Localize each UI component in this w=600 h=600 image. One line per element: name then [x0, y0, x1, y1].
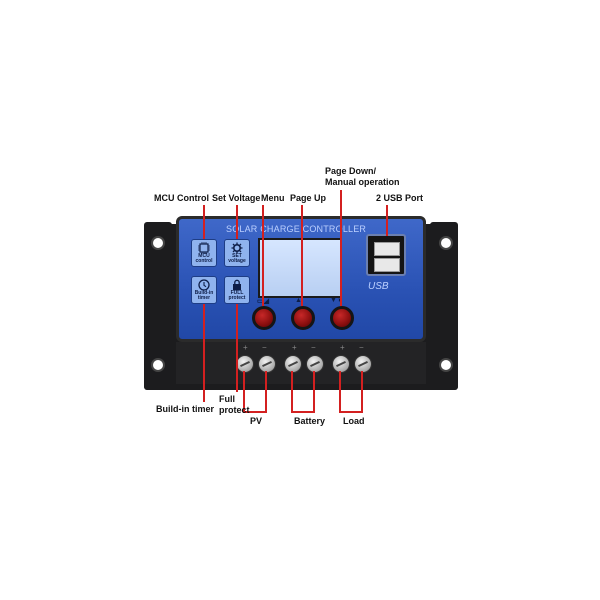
terminal-sign: + — [243, 343, 248, 352]
leader-line-page-up — [301, 205, 303, 306]
mount-hole-top-right — [439, 236, 453, 250]
set-voltage-tile: SET voltage — [224, 239, 250, 267]
tile-label: timer — [197, 295, 211, 301]
leader-line-pv — [243, 411, 267, 413]
label-load: Load — [343, 416, 365, 426]
label-page-down-line2: Manual operation — [325, 177, 400, 187]
menu-button[interactable] — [252, 306, 276, 330]
full-protect-tile: FULL protect — [224, 276, 250, 304]
terminal-sign: − — [359, 343, 364, 352]
lock-icon — [233, 279, 241, 291]
label-pv: PV — [250, 416, 263, 426]
label-page-up: Page Up — [290, 193, 327, 203]
leader-line-load — [339, 411, 363, 413]
mount-hole-bottom-right — [439, 358, 453, 372]
tile-label: FULL — [230, 290, 244, 296]
tile-label: protect — [228, 295, 246, 301]
label-page-down: Page Down/ Manual operation — [325, 166, 400, 188]
leader-line-battery — [313, 371, 315, 412]
label-menu: Menu — [261, 193, 285, 203]
leader-line-full-protect — [236, 304, 238, 392]
usb-port-2[interactable] — [374, 258, 400, 272]
build-in-timer-tile: Build-in timer — [191, 276, 217, 304]
battery-positive-terminal[interactable] — [284, 355, 302, 373]
page-down-button[interactable] — [330, 306, 354, 330]
chip-icon — [198, 242, 210, 254]
leader-line-set-voltage — [236, 205, 238, 239]
panel-title: SOLAR CHARGE CONTROLLER — [226, 224, 367, 234]
terminal-sign: + — [292, 343, 297, 352]
load-positive-terminal[interactable] — [332, 355, 350, 373]
label-battery: Battery — [294, 416, 326, 426]
mcu-control-tile: MCU control — [191, 239, 217, 267]
battery-negative-terminal[interactable] — [306, 355, 324, 373]
tile-label: control — [195, 258, 213, 264]
pv-negative-terminal[interactable] — [258, 355, 276, 373]
label-set-voltage: Set Voltage — [212, 193, 261, 203]
leader-line-battery — [291, 371, 293, 412]
leader-line-usb — [386, 205, 388, 236]
gear-icon — [231, 242, 243, 254]
down-arrow-icon: ▼◑ — [330, 297, 342, 304]
leader-line-pv — [243, 371, 245, 412]
label-build-in-timer: Build-in timer — [156, 404, 214, 414]
tile-label: MCU — [198, 253, 210, 259]
label-page-down-line1: Page Down/ — [325, 166, 377, 176]
leader-line-load — [339, 371, 341, 412]
lcd-screen — [258, 238, 342, 298]
page-up-button[interactable] — [291, 306, 315, 330]
leader-line-load — [361, 371, 363, 412]
label-full-protect-line1: Full — [219, 394, 235, 404]
usb-logo-text: USB — [368, 281, 389, 292]
leader-line-timer — [203, 304, 205, 402]
load-negative-terminal[interactable] — [354, 355, 372, 373]
tile-label: SET — [232, 253, 242, 259]
tile-label: voltage — [228, 258, 246, 264]
pv-positive-terminal[interactable] — [236, 355, 254, 373]
clock-icon — [198, 279, 210, 291]
leader-line-pv — [265, 371, 267, 412]
label-mcu-control: MCU Control — [154, 193, 209, 203]
leader-line-menu — [262, 205, 264, 306]
up-arrow-icon: ▲ — [295, 297, 302, 304]
mount-hole-top-left — [151, 236, 165, 250]
terminal-sign: − — [262, 343, 267, 352]
label-usb-port: 2 USB Port — [376, 193, 424, 203]
leader-line-mcu — [203, 205, 205, 239]
label-full-protect-line2: protect — [219, 405, 250, 415]
leader-line-battery — [291, 411, 315, 413]
usb-port-1[interactable] — [374, 242, 400, 256]
mount-hole-bottom-left — [151, 358, 165, 372]
usb-bay — [366, 234, 406, 276]
terminal-sign: − — [311, 343, 316, 352]
label-full-protect: Full protect — [219, 394, 250, 416]
tile-label: Build-in — [194, 290, 214, 296]
leader-line-page-down — [340, 190, 342, 306]
terminal-sign: + — [340, 343, 345, 352]
